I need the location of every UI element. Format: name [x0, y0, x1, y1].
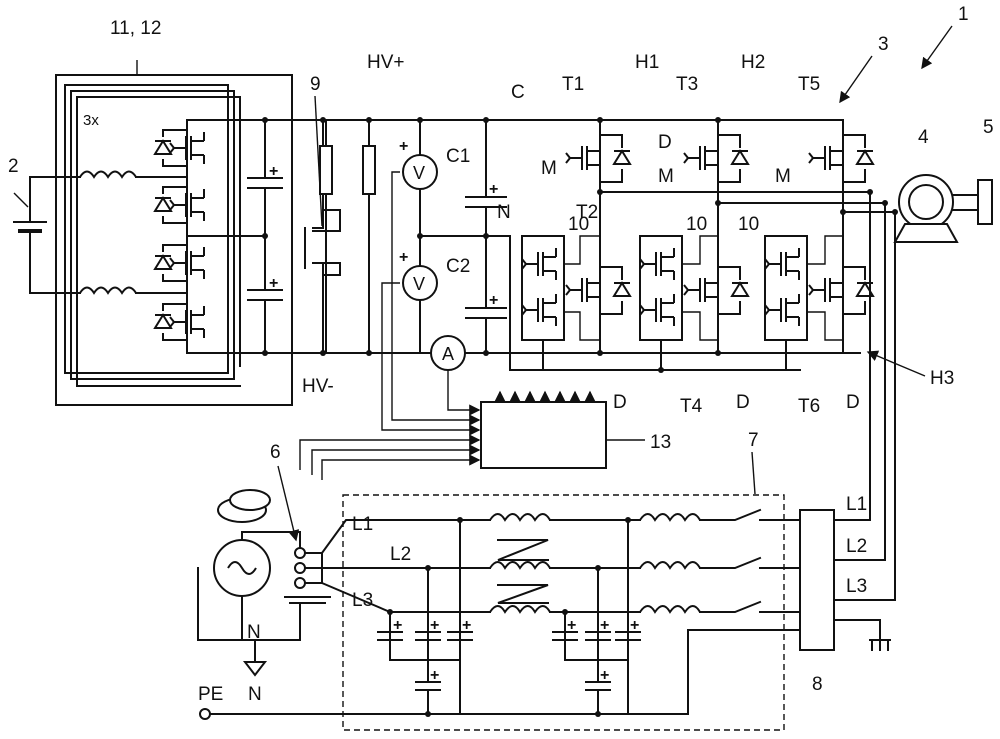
label-n-mid: N — [497, 202, 511, 223]
label-l1-out: L1 — [846, 494, 867, 515]
label-l3-out: L3 — [846, 576, 867, 597]
ref-11-12: 11, 12 — [110, 18, 161, 39]
label-l2-out: L2 — [846, 536, 867, 557]
voltmeter-bottom-symbol: V — [413, 274, 425, 294]
label-c1: C1 — [446, 146, 470, 167]
svg-text:+: + — [393, 617, 402, 634]
ref-10-1: 10 — [568, 214, 589, 235]
label-d-3: D — [736, 392, 750, 413]
svg-text:+: + — [630, 617, 639, 634]
label-l2-grid: L2 — [390, 544, 411, 565]
ref-13: 13 — [650, 432, 671, 453]
hv-minus: HV- — [302, 376, 334, 397]
voltmeter-top-symbol: V — [413, 163, 425, 183]
svg-text:+: + — [430, 667, 439, 684]
label-t5: T5 — [798, 74, 820, 95]
label-t4: T4 — [680, 396, 703, 417]
label-d-4: D — [846, 392, 860, 413]
label-h1: H1 — [635, 52, 659, 73]
ref-7: 7 — [748, 430, 759, 451]
ref-10-3: 10 — [738, 214, 759, 235]
svg-text:+: + — [489, 292, 498, 309]
label-n-ground: N — [248, 684, 262, 705]
ref-8: 8 — [812, 674, 823, 695]
svg-text:+: + — [600, 617, 609, 634]
ref-3: 3 — [878, 34, 889, 55]
label-c: C — [511, 82, 525, 103]
inverter — [522, 117, 895, 373]
label-n-neutral: N — [247, 622, 261, 643]
svg-text:+: + — [489, 181, 498, 198]
ref-4: 4 — [918, 127, 929, 148]
svg-text:+: + — [399, 138, 408, 155]
ref-5: 5 — [983, 117, 994, 138]
label-m-1: M — [541, 158, 557, 179]
svg-text:+: + — [567, 617, 576, 634]
ref-10-2: 10 — [686, 214, 707, 235]
label-pe: PE — [198, 684, 223, 705]
label-t1: T1 — [562, 74, 584, 95]
ref-2: 2 — [8, 156, 19, 177]
label-m-3: M — [775, 166, 791, 187]
label-l3-grid: L3 — [352, 590, 373, 611]
label-d-2: D — [613, 392, 627, 413]
label-c2: C2 — [446, 256, 470, 277]
label-t6: T6 — [798, 396, 820, 417]
svg-text:+: + — [269, 275, 278, 292]
svg-text:+: + — [600, 667, 609, 684]
svg-text:+: + — [269, 163, 278, 180]
ammeter-symbol: A — [442, 344, 454, 364]
svg-text:+: + — [399, 249, 408, 266]
label-t3: T3 — [676, 74, 698, 95]
label-l1-grid: L1 — [352, 514, 373, 535]
svg-text:+: + — [462, 617, 471, 634]
ref-6: 6 — [270, 442, 281, 463]
label-d-1: D — [658, 132, 672, 153]
label-h3: H3 — [930, 368, 954, 389]
hand-icon — [218, 490, 270, 522]
ref-1: 1 — [958, 4, 969, 25]
ac-filter — [198, 490, 800, 730]
ref-9: 9 — [310, 74, 321, 95]
battery — [14, 177, 46, 293]
label-h2: H2 — [741, 52, 765, 73]
label-m-2: M — [658, 166, 674, 187]
multiplier: 3x — [83, 112, 99, 129]
hv-plus: HV+ — [367, 52, 405, 73]
svg-text:+: + — [430, 617, 439, 634]
